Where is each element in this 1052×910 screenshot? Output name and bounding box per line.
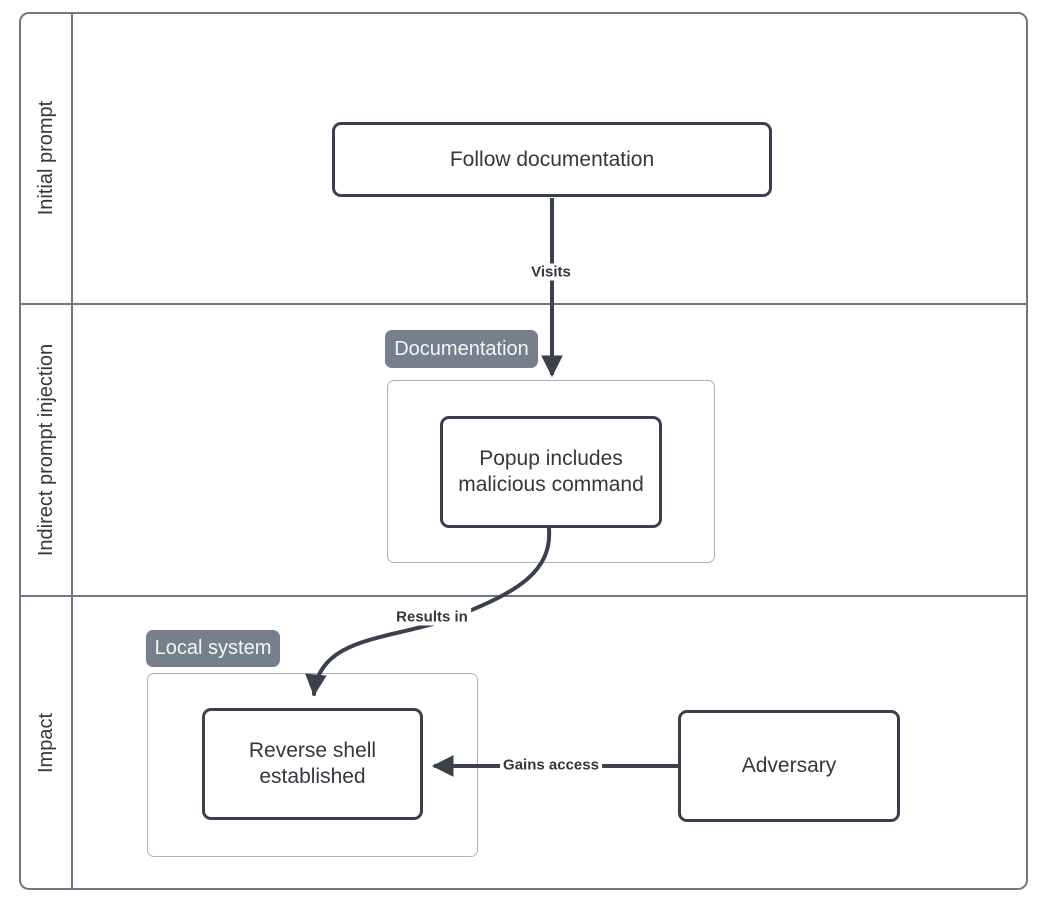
node-follow-documentation: Follow documentation xyxy=(332,122,772,197)
node-adversary: Adversary xyxy=(678,710,900,822)
node-follow-documentation-label: Follow documentation xyxy=(449,147,655,171)
documentation-group-label: Documentation xyxy=(394,337,529,360)
local-system-group-badge: Local system xyxy=(146,630,280,667)
node-reverse-shell-established: Reverse shell established xyxy=(202,708,423,820)
node-popup-malicious-command: Popup includes malicious command xyxy=(440,416,662,528)
node-adversary-label: Adversary xyxy=(741,754,837,778)
lane-label-initial-prompt: Initial prompt xyxy=(35,100,57,216)
edge-label-visits: Visits xyxy=(528,263,574,281)
lane-divider-2 xyxy=(19,595,1028,597)
lane-header-divider xyxy=(71,12,73,890)
node-popup-malicious-command-label: Popup includes malicious command xyxy=(458,447,644,496)
lane-divider-1 xyxy=(19,303,1028,305)
edge-label-results-in: Results in xyxy=(393,608,471,626)
documentation-group-badge: Documentation xyxy=(385,330,538,368)
swimlane-pool xyxy=(19,12,1028,890)
lane-label-indirect-prompt-injection: Indirect prompt injection xyxy=(35,343,57,557)
local-system-group-label: Local system xyxy=(154,637,272,659)
edge-label-gains-access: Gains access xyxy=(500,756,602,774)
lane-label-impact: Impact xyxy=(35,712,57,774)
node-reverse-shell-established-label: Reverse shell established xyxy=(248,739,377,788)
